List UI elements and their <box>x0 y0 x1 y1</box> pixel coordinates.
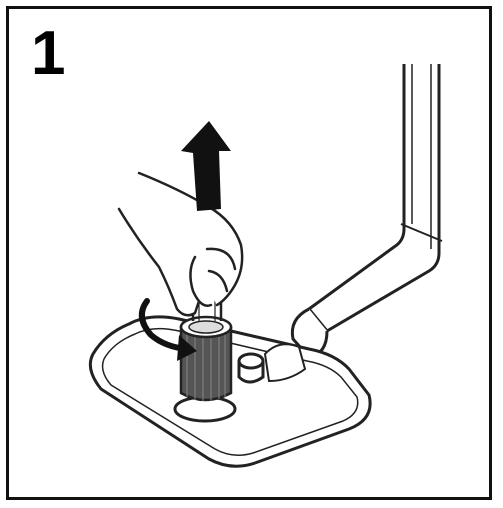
hand <box>117 171 244 317</box>
rotate-arrow-icon <box>138 298 197 361</box>
mesh-filter <box>179 263 233 402</box>
spray-arm-pipe <box>290 64 443 359</box>
dishwasher-filter-illustration <box>88 64 443 468</box>
connector-knob <box>237 343 307 384</box>
arrow-up-icon <box>181 121 231 211</box>
step-number: 1 <box>31 19 66 88</box>
instruction-panel: 1 <box>6 6 492 500</box>
